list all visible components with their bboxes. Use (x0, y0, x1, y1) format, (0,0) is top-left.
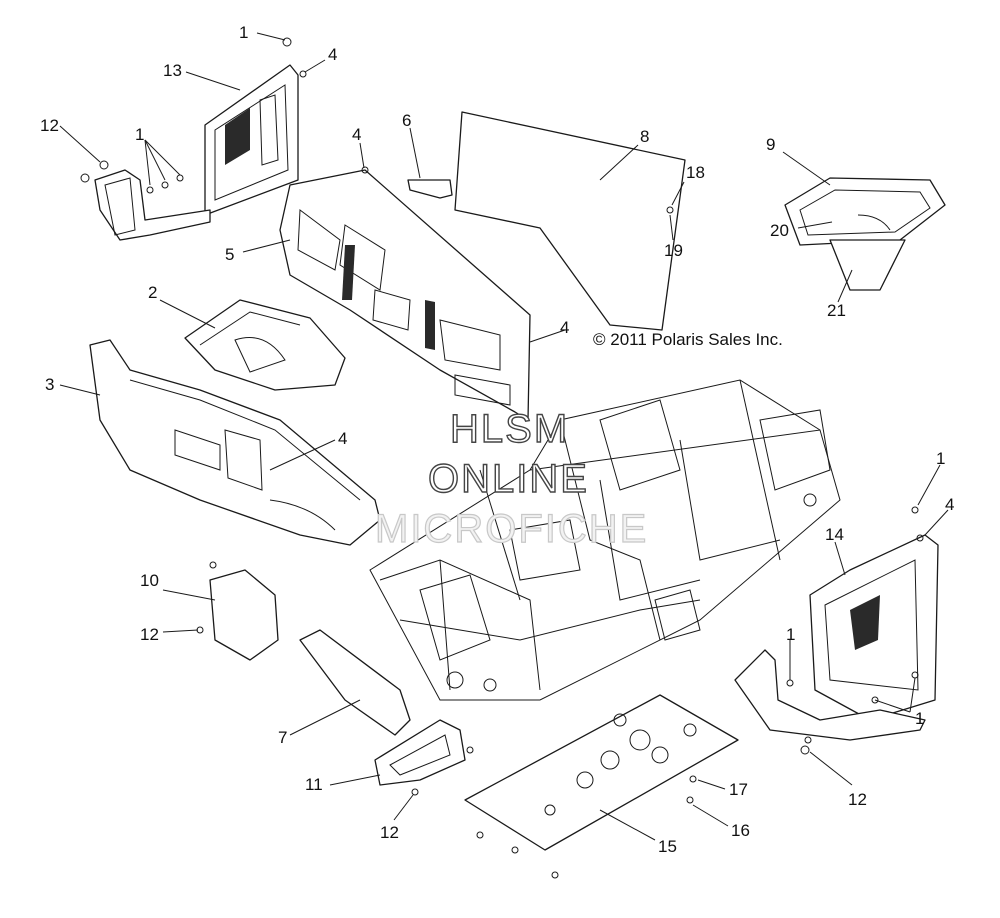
side-panel-left (94, 64, 299, 241)
skid-plate (464, 694, 739, 851)
watermark-line-1: HLSM (450, 407, 569, 451)
callout-label: 1 (135, 125, 144, 144)
callout-label: 7 (278, 728, 287, 747)
callout-label: 2 (148, 283, 157, 302)
callout-label: 15 (658, 837, 677, 856)
callout-numbers: 1 1 1 1 1 1 2 3 4 4 4 4 4 4 5 6 7 8 9 10… (40, 23, 954, 856)
callout-label: 1 (915, 709, 924, 728)
callout-label: 12 (140, 625, 159, 644)
leader-lines (59, 32, 949, 841)
callout-label: 14 (825, 525, 844, 544)
callout-label: 1 (936, 449, 945, 468)
callout-label: 13 (163, 61, 182, 80)
vehicle-frame (369, 379, 841, 701)
callout-label: 17 (729, 780, 748, 799)
callout-label: 5 (225, 245, 234, 264)
copyright-notice: © 2011 Polaris Sales Inc. (593, 330, 783, 349)
bracket-pieces (209, 569, 466, 786)
callout-label: 3 (45, 375, 54, 394)
callout-label: 21 (827, 301, 846, 320)
fasteners (80, 37, 924, 879)
callout-label: 19 (664, 241, 683, 260)
side-panel-right (734, 534, 939, 741)
callout-label: 1 (786, 625, 795, 644)
callout-label: 4 (560, 318, 569, 337)
callout-label: 12 (40, 116, 59, 135)
dash-panel (279, 169, 531, 421)
callout-label: 12 (380, 823, 399, 842)
panel-board (407, 111, 686, 331)
floor-tub (89, 339, 381, 546)
callout-label: 9 (766, 135, 775, 154)
callout-label: 18 (686, 163, 705, 182)
callout-label: 11 (305, 775, 323, 794)
callout-label: 12 (848, 790, 867, 809)
callout-label: 4 (945, 495, 954, 514)
watermark-line-3: MICROFICHE (375, 507, 648, 551)
callout-label: 4 (328, 45, 337, 64)
callout-label: 16 (731, 821, 750, 840)
floor-cover (184, 299, 346, 391)
callout-label: 10 (140, 571, 159, 590)
callout-label: 20 (770, 221, 789, 240)
callout-label: 6 (402, 111, 411, 130)
watermark-line-2: ONLINE (428, 457, 589, 501)
callout-label: 8 (640, 127, 649, 146)
callout-label: 4 (338, 429, 347, 448)
callout-label: 1 (239, 23, 248, 42)
watermark: HLSM ONLINE MICROFICHE (374, 406, 648, 551)
storage-bin (784, 177, 946, 291)
callout-label: 4 (352, 125, 361, 144)
